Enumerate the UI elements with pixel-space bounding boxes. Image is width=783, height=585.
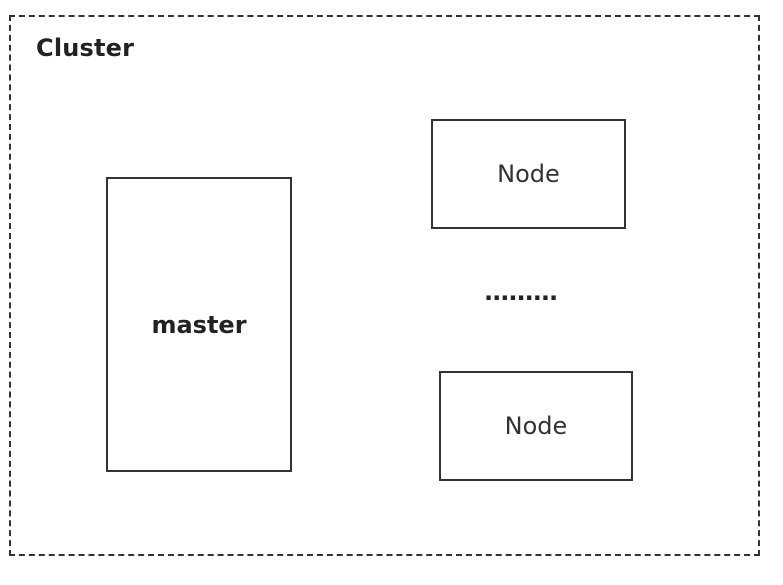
nodes-ellipsis: .........	[484, 278, 558, 306]
master-box: master	[106, 177, 292, 472]
master-label: master	[151, 310, 247, 339]
cluster-boundary	[9, 15, 760, 556]
node-label-1: Node	[497, 160, 560, 188]
node-box-1: Node	[431, 119, 626, 229]
node-box-2: Node	[439, 371, 633, 481]
node-label-2: Node	[504, 412, 568, 440]
cluster-label: Cluster	[36, 34, 135, 62]
